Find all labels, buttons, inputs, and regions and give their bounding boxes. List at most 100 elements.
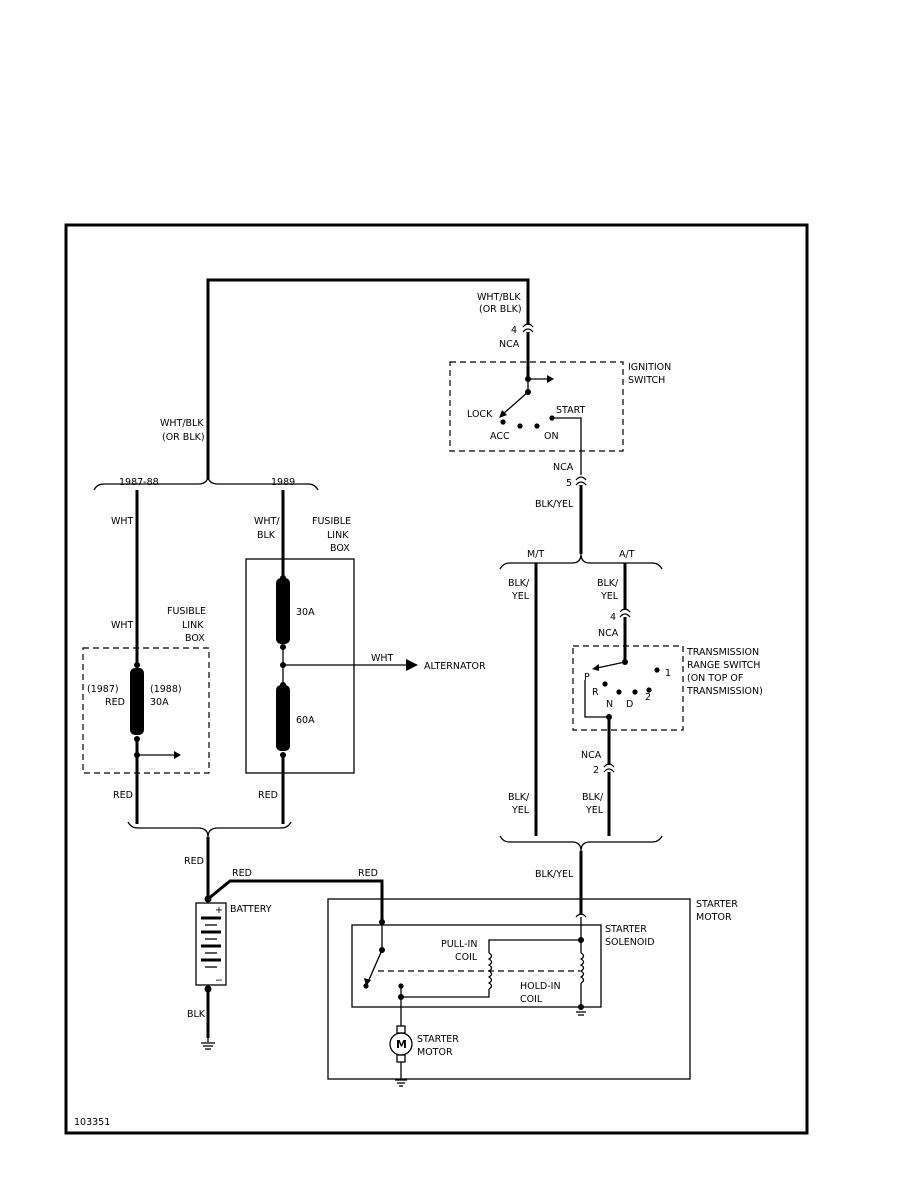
label-red-1989: RED	[258, 790, 278, 801]
switch-pos-acc: ACC	[490, 431, 510, 442]
starter-motor-box-label-1: STARTER	[696, 899, 738, 910]
transmission-range-switch	[572, 645, 684, 765]
label-mt-blk-1: BLK/	[508, 578, 530, 589]
bottom-right-brace	[499, 835, 663, 852]
gear-n: N	[606, 699, 613, 710]
gear-2: 2	[645, 692, 651, 703]
label-starter-solenoid-1: STARTER	[605, 924, 647, 935]
label-wht-1: WHT	[111, 516, 134, 527]
label-fuse-60a: 60A	[296, 715, 315, 726]
coil-icon	[579, 952, 585, 984]
switch-pos-lock: LOCK	[467, 409, 493, 420]
label-alternator: ALTERNATOR	[424, 661, 486, 672]
label-at-blk-1: BLK/	[597, 578, 619, 589]
label-mt: M/T	[527, 549, 544, 560]
label-at: A/T	[619, 549, 635, 560]
trans-range-label-4: TRANSMISSION)	[686, 686, 763, 697]
label-battery: BATTERY	[230, 904, 272, 915]
arrow-icon	[174, 751, 181, 759]
motor-icon	[389, 997, 413, 1087]
label-at-nca-2: NCA	[581, 750, 602, 761]
label-red-cable-1: RED	[232, 868, 252, 879]
mt-at-brace	[499, 553, 663, 570]
label-blk: BLK	[187, 1009, 206, 1020]
label-starter-blk-yel: BLK/YEL	[535, 869, 574, 880]
label-starter-motor-1: STARTER	[417, 1034, 459, 1045]
label-starter-motor-2: MOTOR	[417, 1047, 453, 1058]
label-nca-5: NCA	[553, 462, 574, 473]
fusible-link-box-1987-88	[82, 647, 210, 824]
starter-motor-box-label-2: MOTOR	[696, 912, 732, 923]
label-30a-1988: 30A	[150, 697, 169, 708]
label-red-cable-2: RED	[358, 868, 378, 879]
label-1987: (1987)	[87, 684, 119, 695]
top-feed-wire	[206, 278, 534, 480]
label-red-left: RED	[113, 790, 133, 801]
label-mt-yel-1: YEL	[511, 591, 530, 602]
starter-motor-box	[327, 898, 691, 1080]
label-pull-in-1: PULL-IN	[441, 939, 477, 950]
ignition-switch-label-2: SWITCH	[628, 375, 665, 386]
label-at-yel-1: YEL	[600, 591, 619, 602]
year-brace-bottom	[127, 821, 292, 838]
fusible-link-label-right-1: FUSIBLE	[312, 516, 351, 527]
connector-nca-2	[603, 763, 615, 836]
label-pull-in-2: COIL	[455, 952, 478, 963]
motor-symbol: M	[396, 1038, 407, 1051]
label-left-wht-blk: WHT/BLK	[160, 418, 204, 429]
label-at-nca-1: NCA	[598, 628, 619, 639]
ground-icon	[201, 1038, 215, 1050]
label-hold-in-1: HOLD-IN	[520, 981, 561, 992]
year-brace-top	[93, 474, 319, 491]
arrow-icon	[547, 375, 554, 383]
gear-d: D	[626, 699, 633, 710]
label-top-pin: 4	[511, 325, 517, 336]
label-pin-5: 5	[566, 478, 572, 489]
switch-icon	[367, 949, 383, 983]
label-at-blk-2: BLK/	[582, 792, 604, 803]
label-mt-blk-2: BLK/	[508, 792, 530, 803]
fusible-link-label-right-2: LINK	[327, 530, 349, 541]
coil-icon	[487, 952, 493, 990]
trans-range-label-2: RANGE SWITCH	[687, 660, 760, 671]
label-blk-yel-ign: BLK/YEL	[535, 499, 574, 510]
label-at-pin-4: 4	[610, 612, 616, 623]
label-1989: 1989	[271, 477, 295, 488]
label-mt-yel-2: YEL	[511, 805, 530, 816]
label-at-pin-2: 2	[593, 765, 599, 776]
label-top-or-blk: (OR BLK)	[479, 304, 522, 315]
label-top-nca: NCA	[499, 339, 520, 350]
battery-minus: −	[215, 975, 223, 986]
label-at-yel-2: YEL	[585, 805, 604, 816]
ignition-switch	[449, 361, 624, 475]
label-red-battery: RED	[184, 856, 204, 867]
label-1987-88: 1987-88	[119, 477, 159, 488]
diagram-frame	[64, 223, 809, 1135]
gear-r: R	[592, 687, 599, 698]
fusible-link-label-left-1: FUSIBLE	[167, 606, 206, 617]
label-wht-2: WHT	[111, 620, 134, 631]
at-wire	[619, 563, 631, 662]
label-1989-blk: BLK	[257, 530, 276, 541]
label-red-1987: RED	[105, 697, 125, 708]
figure-id: 103351	[74, 1117, 110, 1128]
battery-icon	[195, 895, 227, 1038]
trans-range-label-1: TRANSMISSION	[686, 647, 759, 658]
connector-nca-5	[575, 476, 587, 554]
label-fuse-30a: 30A	[296, 607, 315, 618]
arrow-icon	[406, 659, 418, 671]
label-top-wht-blk: WHT/BLK	[477, 292, 521, 303]
trans-range-label-3: (ON TOP OF	[687, 673, 743, 684]
gear-1: 1	[665, 668, 671, 679]
battery-to-starter-wire	[207, 879, 384, 922]
label-1989-wht: WHT/	[254, 516, 280, 527]
label-wht-alt: WHT	[371, 653, 394, 664]
ignition-switch-label-1: IGNITION	[628, 362, 671, 373]
label-starter-solenoid-2: SOLENOID	[605, 937, 655, 948]
label-hold-in-2: COIL	[520, 994, 543, 1005]
fusible-link-box-1989	[245, 558, 418, 824]
fusible-link-label-left-2: LINK	[182, 620, 204, 631]
label-1988: (1988)	[150, 684, 182, 695]
fusible-link-label-left-3: BOX	[185, 633, 205, 644]
